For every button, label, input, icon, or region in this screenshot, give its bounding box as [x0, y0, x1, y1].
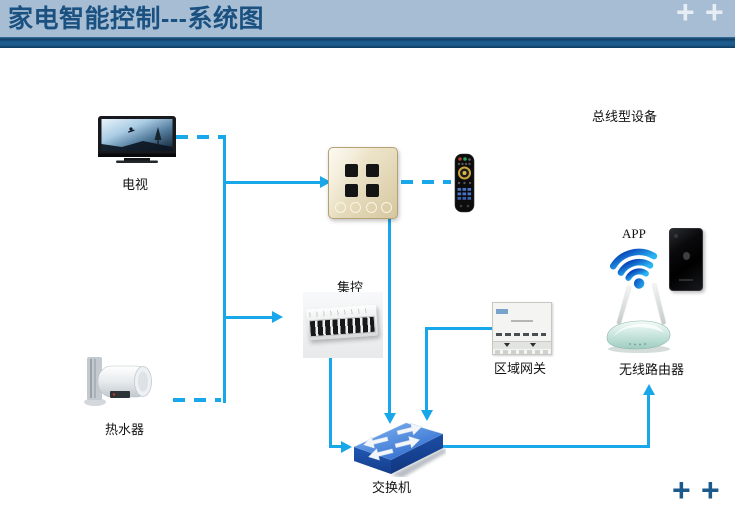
panel-indicator — [335, 202, 346, 213]
header-plus-icon-1: + — [676, 0, 695, 30]
terminal-strip — [306, 304, 378, 341]
connector-tv-to-bus — [176, 135, 223, 139]
switch-label: 交换机 — [372, 480, 412, 495]
panel-port — [366, 184, 379, 197]
phone-camera — [674, 234, 678, 238]
gateway-display — [511, 320, 533, 322]
terminal-block-image — [303, 292, 383, 358]
arrowhead-to-router — [643, 384, 655, 395]
tv-image — [98, 116, 176, 163]
area-gateway-label: 区域网关 — [494, 361, 547, 376]
arrowhead-central-switch — [341, 441, 352, 453]
phone-logo — [683, 252, 690, 260]
gateway-marker — [504, 343, 510, 347]
terminal-slots — [308, 315, 376, 338]
arrowhead-to-central — [272, 311, 283, 323]
arrowhead-panel-switch — [384, 413, 396, 424]
water-heater-label: 热水器 — [105, 422, 145, 437]
connector-router-up — [647, 395, 650, 448]
gateway-terminals — [496, 333, 546, 336]
footer-plus-icon-1: + — [672, 472, 691, 508]
control-panel-image — [328, 147, 398, 219]
switch-image — [353, 422, 446, 477]
connector-switch-to-router — [443, 445, 650, 448]
panel-port — [345, 184, 358, 197]
connector-gateway-horizontal — [425, 327, 492, 330]
connector-bus-to-panel — [224, 181, 321, 184]
remote-control-image — [454, 153, 475, 213]
header-divider-bar — [0, 37, 735, 48]
page-title: 家电智能控制---系统图 — [8, 5, 264, 33]
connector-panel-to-switch — [388, 218, 391, 413]
connector-central-corner — [329, 445, 342, 448]
bus-devices-annotation: 总线型设备 — [592, 109, 658, 124]
app-label: APP — [622, 226, 646, 241]
gateway-marker — [530, 343, 536, 347]
connector-bus-to-central — [224, 316, 273, 319]
connector-central-down — [329, 353, 332, 448]
panel-indicator — [381, 202, 392, 213]
wifi-icon — [609, 248, 658, 289]
footer-plus-icon-2: + — [701, 472, 720, 508]
connector-gateway-down — [425, 327, 428, 411]
connector-heater-to-bus — [173, 398, 221, 402]
header-plus-icon-2: + — [705, 0, 724, 30]
central-control-label: 集控 — [337, 280, 364, 295]
panel-indicator — [350, 202, 361, 213]
phone-text-line — [679, 279, 693, 281]
gateway-bottom-strip — [493, 341, 551, 349]
smartphone-image — [669, 228, 703, 291]
gateway-feet — [495, 350, 549, 354]
panel-port — [366, 164, 379, 177]
tv-label: 电视 — [122, 177, 149, 192]
arrowhead-to-panel — [320, 176, 331, 188]
gateway-chip — [496, 309, 508, 314]
router-body — [606, 320, 671, 353]
panel-indicator — [366, 202, 377, 213]
connector-panel-to-remote — [401, 180, 451, 184]
area-gateway-image — [492, 302, 552, 355]
arrowhead-gateway-switch — [421, 410, 433, 421]
panel-port — [345, 164, 358, 177]
wireless-router-label: 无线路由器 — [619, 362, 685, 377]
water-heater-image — [84, 357, 152, 406]
wireless-router-image — [600, 283, 678, 355]
header-band: 家电智能控制---系统图 + + — [0, 0, 735, 37]
connector-bus-vertical — [223, 135, 226, 403]
